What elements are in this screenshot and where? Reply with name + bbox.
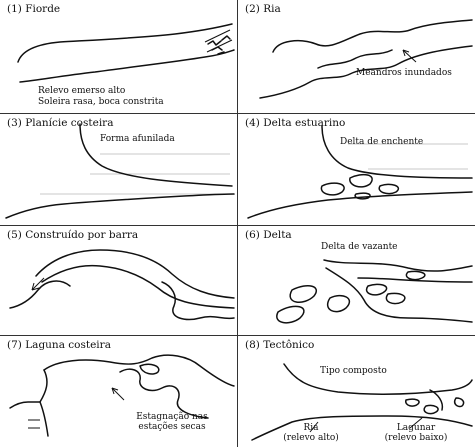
- annotation-lagunar-line-2: (relevo baixo): [374, 433, 458, 443]
- panel-title: (2) Ria: [245, 3, 281, 15]
- panel-title: (7) Laguna costeira: [7, 339, 111, 351]
- annotation-ria-line-2: (relevo alto): [272, 433, 350, 443]
- panel-laguna-costeira: (7) Laguna costeira Estagnação nas estaç…: [0, 336, 237, 447]
- annotation-meandros: Meandros inundados: [356, 68, 452, 78]
- panel-title: (8) Tectônico: [245, 339, 314, 351]
- annotation-relevo-emerso: Relevo emerso alto: [38, 86, 125, 96]
- annotation-soleira: Soleira rasa, boca constrita: [38, 97, 164, 107]
- coastal-plain-sketch: [0, 114, 237, 225]
- annotation-tipo-composto: Tipo composto: [320, 366, 387, 376]
- ria-sketch: [238, 0, 475, 113]
- annotation-line-1: Estagnação nas: [130, 412, 214, 422]
- panel-planicie-costeira: (3) Planície costeira Forma afunilada: [0, 114, 237, 225]
- panel-title: (3) Planície costeira: [7, 117, 113, 129]
- panel-delta: (6) Delta Delta de vazante: [238, 226, 475, 335]
- annotation-delta-enchente: Delta de enchente: [340, 137, 423, 147]
- annotation-forma-afunilada: Forma afunilada: [100, 134, 175, 144]
- annotation-ria-line-1: Ria: [272, 423, 350, 433]
- bar-built-sketch: [0, 226, 237, 335]
- panel-ria: (2) Ria Meandros inundados: [238, 0, 475, 113]
- panel-title: (4) Delta estuarino: [245, 117, 345, 129]
- annotation-line-2: estações secas: [130, 422, 214, 432]
- annotation-lagunar-line-1: Lagunar: [374, 423, 458, 433]
- panel-tectonico: (8) Tectônico Tipo composto Ria (relevo …: [238, 336, 475, 447]
- annotation-lagunar: Lagunar (relevo baixo): [374, 423, 458, 443]
- annotation-delta-vazante: Delta de vazante: [321, 242, 398, 252]
- panel-title: (1) Fiorde: [7, 3, 60, 15]
- panel-title: (6) Delta: [245, 229, 292, 241]
- annotation-estagnacao: Estagnação nas estações secas: [130, 412, 214, 432]
- estuarine-delta-sketch: [238, 114, 475, 225]
- panel-title: (5) Construído por barra: [7, 229, 138, 241]
- panel-fiorde: (1) Fiorde Relevo emerso alto Soleira ra…: [0, 0, 237, 113]
- panel-delta-estuarino: (4) Delta estuarino Delta de enchente: [238, 114, 475, 225]
- annotation-ria: Ria (relevo alto): [272, 423, 350, 443]
- panel-construido-por-barra: (5) Construído por barra: [0, 226, 237, 335]
